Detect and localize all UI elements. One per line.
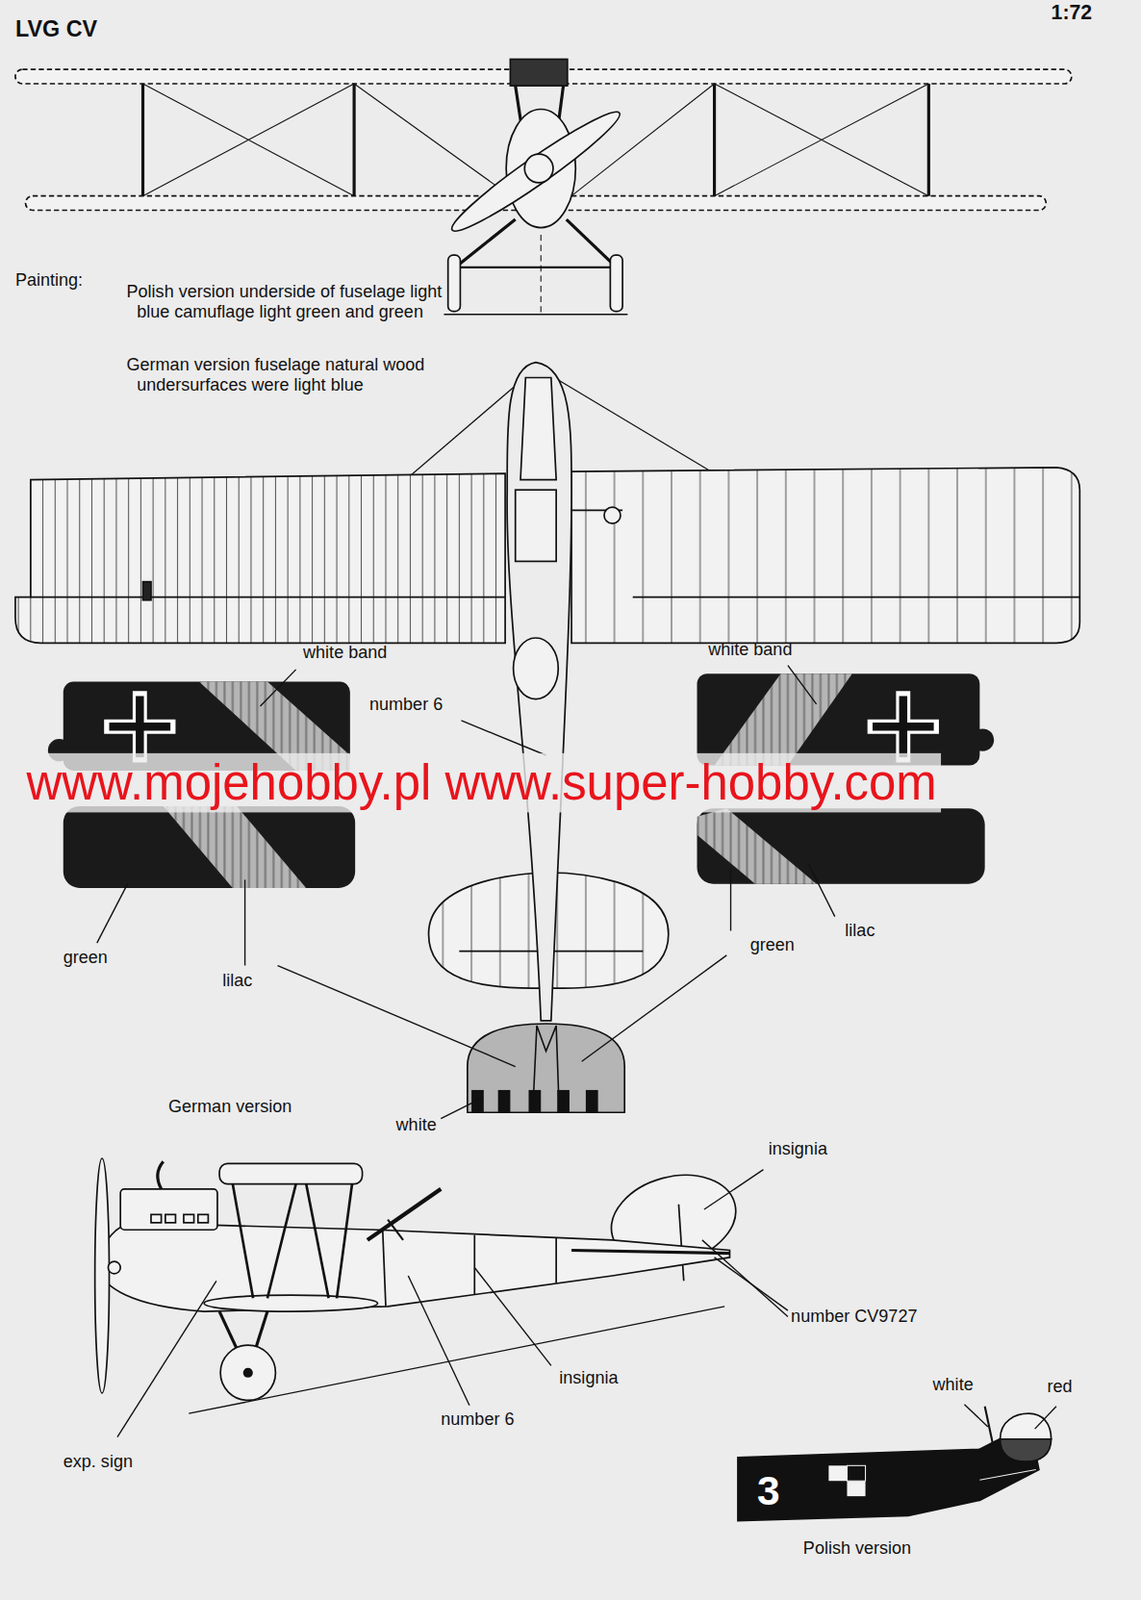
callout-label: white	[396, 1115, 437, 1137]
section-heading: Painting:	[15, 270, 83, 292]
callout-label: red	[1046, 1376, 1072, 1398]
diagram-title: LVG CV	[15, 16, 98, 44]
scale-label: 1:72	[1051, 0, 1092, 25]
callout-label: number 6	[369, 694, 443, 716]
callout-label: exp. sign	[63, 1452, 133, 1474]
version-label: German version	[168, 1096, 292, 1118]
callout-label: lilac	[844, 920, 875, 942]
callout-label: number CV9727	[790, 1306, 917, 1328]
callout-label: lilac	[222, 970, 253, 992]
callout-label: green	[63, 947, 108, 969]
callout-label: white band	[303, 642, 387, 664]
version-label: Polish version	[803, 1538, 912, 1560]
note: Polish version underside of fuselage lig…	[126, 281, 444, 324]
fuselage-number: 3	[757, 1465, 781, 1515]
callout-label: green	[750, 935, 795, 957]
callout-label: number 6	[440, 1409, 514, 1431]
callout-label: white band	[708, 639, 792, 661]
watermark: www.mojehobby.pl www.super-hobby.com	[22, 753, 941, 812]
callout-label: white	[933, 1374, 974, 1396]
callout-label: insignia	[768, 1139, 828, 1161]
callout-label: insignia	[558, 1369, 618, 1391]
note: German version fuselage natural wood und…	[126, 354, 515, 397]
